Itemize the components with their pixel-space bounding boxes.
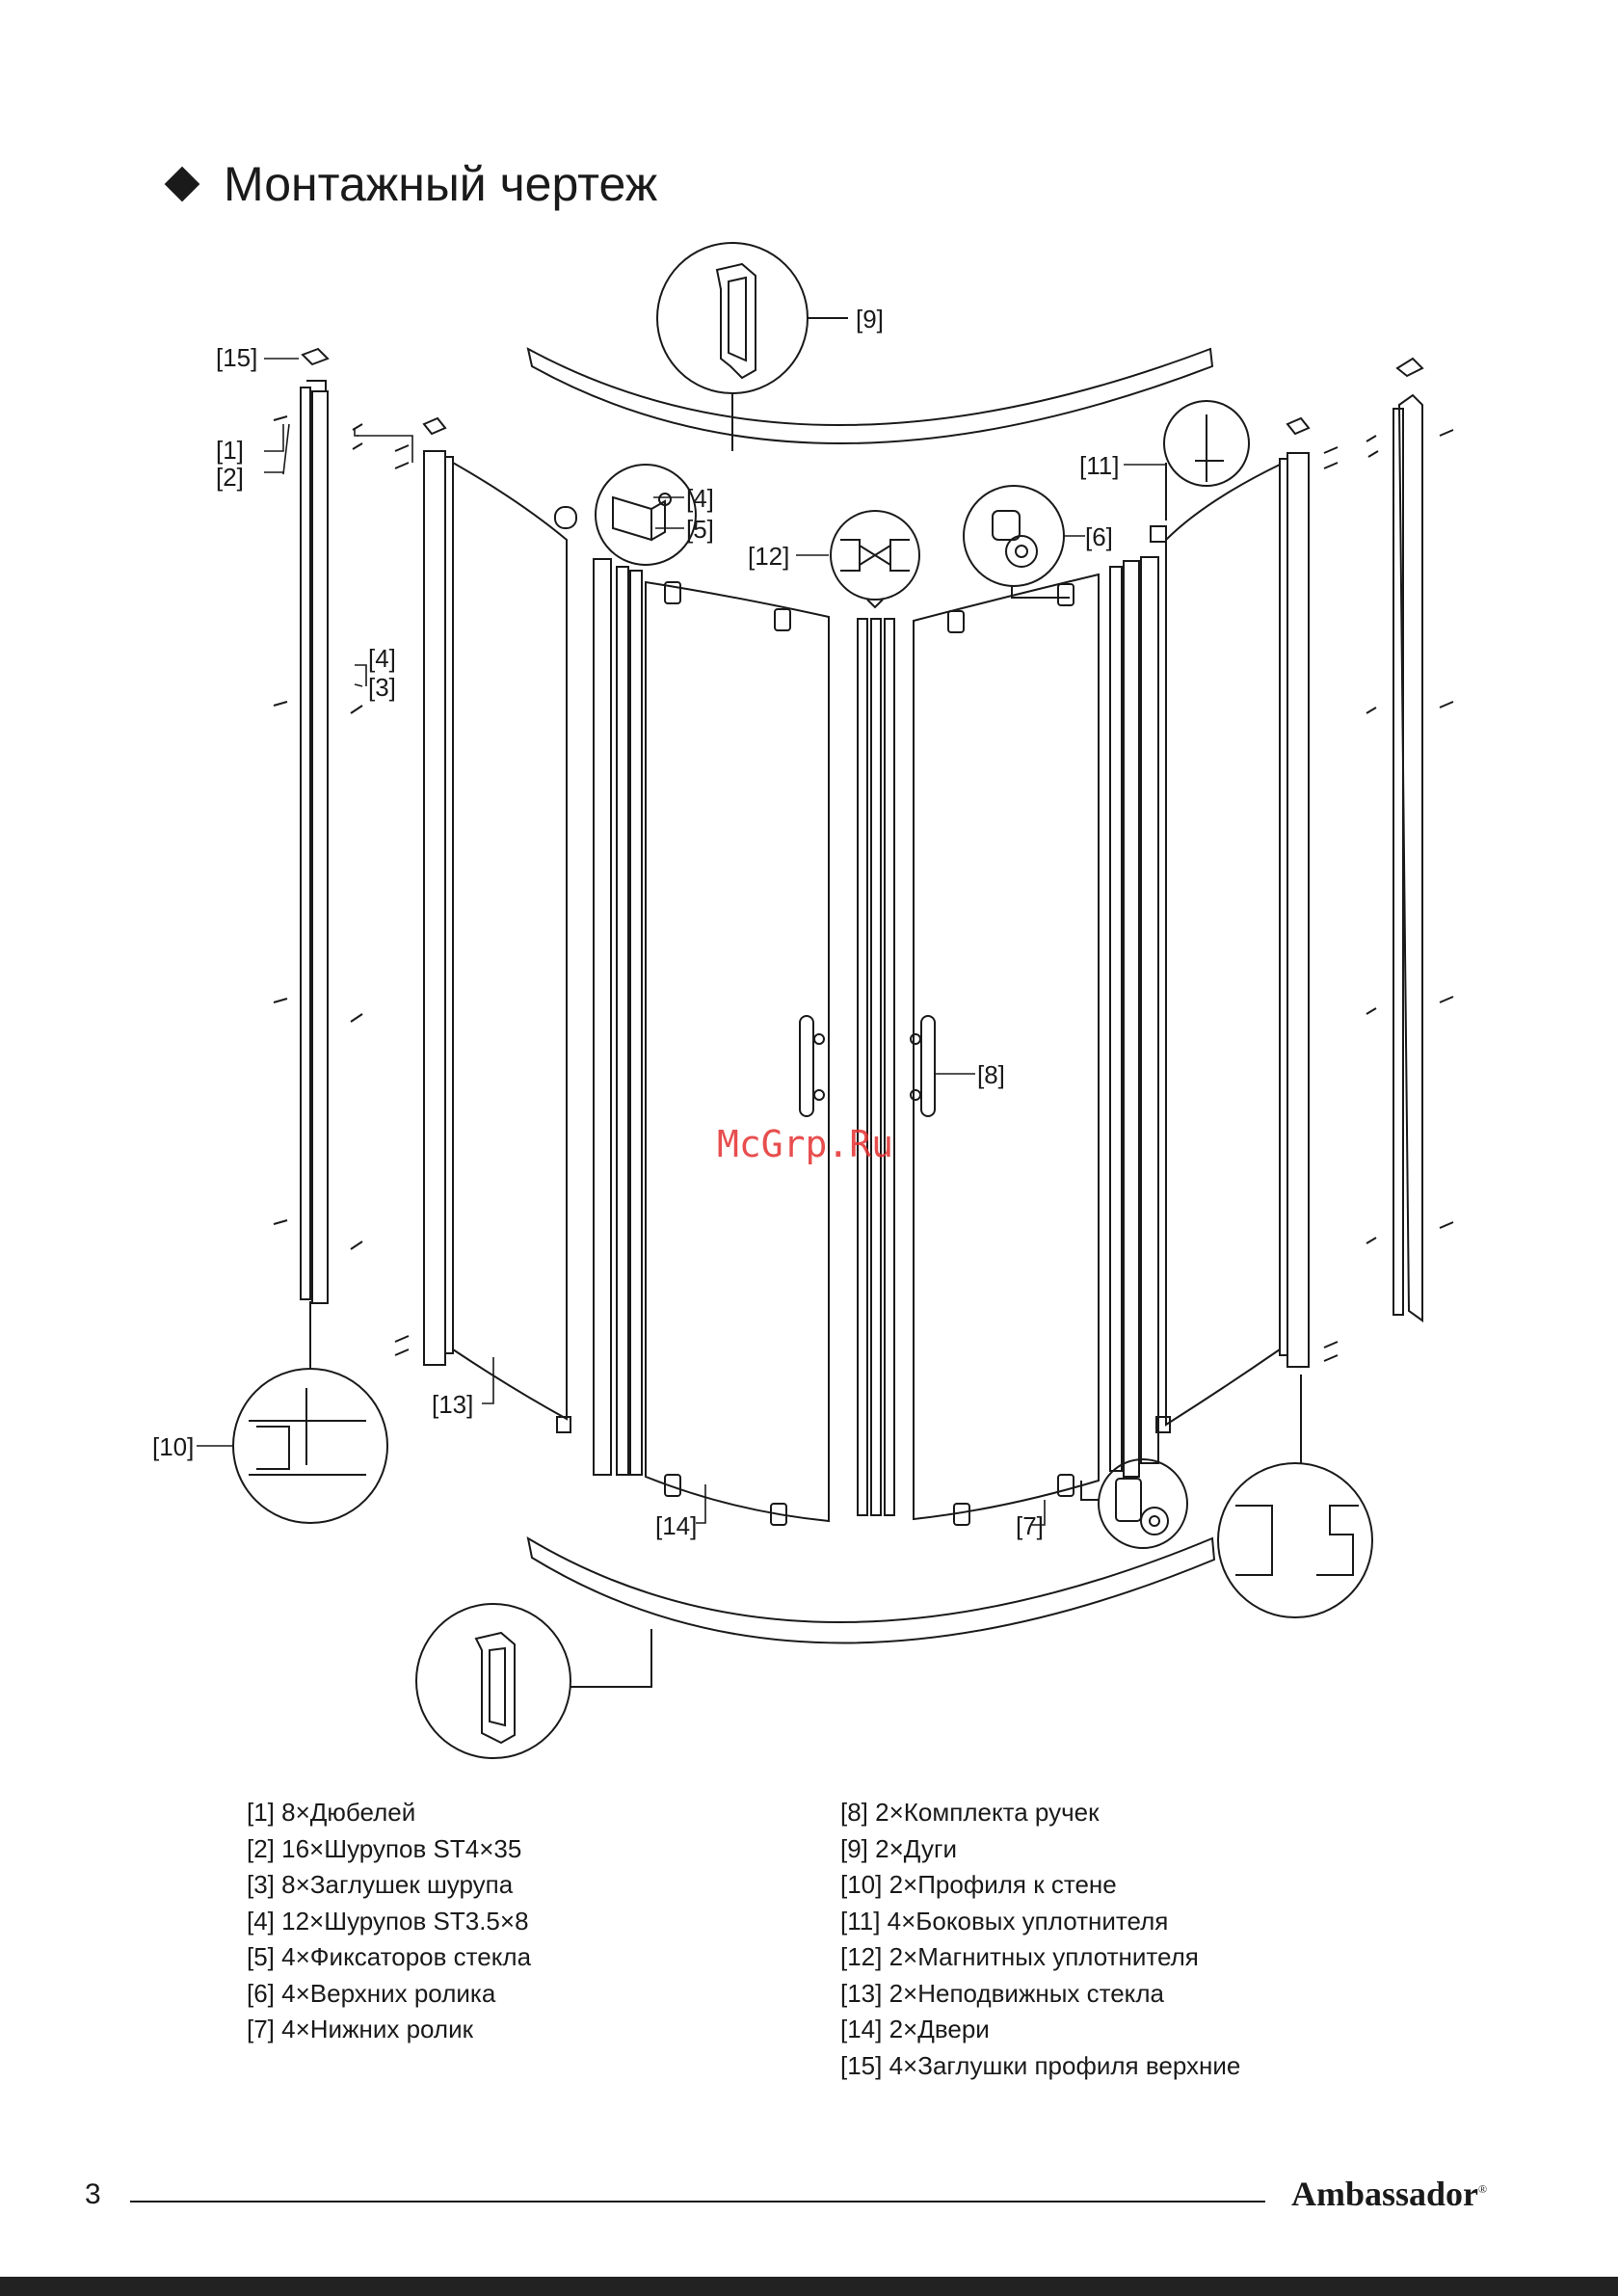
part-item: [14] 2×Двери xyxy=(840,2015,990,2043)
right-wall-profile xyxy=(1393,393,1423,1322)
right-door-glass xyxy=(913,573,1100,1521)
part-item: [11] 4×Боковых уплотнителя xyxy=(840,1906,1169,1936)
left-side-seals xyxy=(593,558,643,1476)
callout-14: [14] xyxy=(655,1511,697,1540)
callout-11: [11] xyxy=(1079,451,1119,480)
footer-rule xyxy=(130,2201,1265,2203)
bottom-right-glass-fixer xyxy=(1155,1416,1171,1433)
magnetic-seals xyxy=(857,618,895,1516)
callout-1: [1] xyxy=(216,436,244,465)
callout-4-left: [4] xyxy=(368,644,396,673)
page-number: 3 xyxy=(85,2178,101,2210)
part-item: [3] 8×Заглушек шурупа xyxy=(247,1870,514,1899)
callout-10: [10] xyxy=(152,1432,194,1461)
detail-bottom-roller xyxy=(1080,1458,1188,1549)
left-fixed-glass xyxy=(423,450,568,1421)
callout-7: [7] xyxy=(1016,1511,1044,1540)
part-item: [9] 2×Дуги xyxy=(840,1833,957,1863)
left-screws xyxy=(350,423,410,1356)
callout-6: [6] xyxy=(1085,522,1113,551)
left-wall-profile xyxy=(300,380,329,1304)
right-dowels xyxy=(1439,429,1454,1229)
detail-top-roller xyxy=(963,485,1070,599)
right-screws xyxy=(1323,435,1379,1362)
registered-mark: ® xyxy=(1478,2182,1488,2196)
part-item: [13] 2×Неподвижных стекла xyxy=(840,1978,1164,2008)
callout-8: [8] xyxy=(977,1060,1005,1089)
bottom-left-glass-fixer xyxy=(556,1416,571,1433)
bottom-arc-profile xyxy=(526,1535,1216,1644)
part-item: [12] 2×Магнитных уплотнителя xyxy=(840,1942,1199,1971)
brand-name: Ambassador xyxy=(1291,2175,1479,2213)
left-glass-fixer xyxy=(554,506,577,529)
leader-lines xyxy=(197,358,1166,1526)
callout-15: [15] xyxy=(216,343,257,372)
top-rollers xyxy=(664,581,1074,633)
detail-wall-profile xyxy=(232,1301,388,1524)
right-fixed-glass xyxy=(1165,452,1310,1427)
page-heading: Монтажный чертеж xyxy=(164,156,657,212)
callout-4-detail: [4] xyxy=(686,484,714,513)
part-item: [15] 4×Заглушки профиля верхние xyxy=(840,2050,1241,2080)
left-glass-cap xyxy=(422,416,447,436)
callout-3: [3] xyxy=(368,673,396,702)
detail-glass-fixer xyxy=(595,464,697,566)
detail-right-profile xyxy=(1217,1375,1373,1618)
callout-2: [2] xyxy=(216,463,244,492)
part-item: [7] 4×Нижних ролик xyxy=(247,2015,473,2043)
part-item: [8] 2×Комплекта ручек xyxy=(840,1798,1100,1827)
page-title: Монтажный чертеж xyxy=(224,157,658,211)
part-item: [5] 4×Фиксаторов стекла xyxy=(247,1942,532,1971)
left-dowels xyxy=(273,415,288,1225)
left-door-glass xyxy=(645,580,830,1523)
bottom-rollers xyxy=(664,1474,1074,1526)
top-arc-profile xyxy=(526,347,1214,444)
callout-12: [12] xyxy=(748,542,789,571)
detail-arc-profile-top xyxy=(656,242,848,451)
part-item: [4] 12×Шурупов ST3.5×8 xyxy=(247,1906,529,1936)
right-glass-fixer xyxy=(1150,525,1167,543)
detail-magnetic-seal xyxy=(830,510,920,609)
parts-list-left: [1] 8×Дюбелей [2] 16×Шурупов ST4×35 [3] … xyxy=(247,1795,531,2048)
part-item: [6] 4×Верхних ролика xyxy=(247,1978,496,2008)
callout-5: [5] xyxy=(686,515,714,544)
callout-9: [9] xyxy=(856,305,884,334)
door-handles xyxy=(799,1015,936,1117)
right-profile-cap xyxy=(1395,357,1424,378)
callout-13: [13] xyxy=(432,1390,473,1419)
detail-arc-profile-bottom xyxy=(415,1603,652,1759)
parts-list-right: [8] 2×Комплекта ручек [9] 2×Дуги [10] 2×… xyxy=(840,1795,1240,2084)
part-item: [2] 16×Шурупов ST4×35 xyxy=(247,1833,522,1863)
right-side-seals xyxy=(1109,556,1159,1478)
brand-logo: Ambassador® xyxy=(1291,2174,1487,2214)
detail-side-seal xyxy=(1163,400,1250,521)
left-profile-cap xyxy=(301,347,330,366)
right-glass-cap xyxy=(1286,416,1311,436)
bottom-edge-bar xyxy=(0,2277,1618,2296)
assembly-diagram: [15] [1] [2] [4] [3] [4] [5] [9] [12] [6… xyxy=(152,242,1454,1759)
watermark-text: McGrp.Ru xyxy=(717,1123,893,1165)
part-item: [10] 2×Профиля к стене xyxy=(840,1870,1117,1899)
part-item: [1] 8×Дюбелей xyxy=(247,1798,416,1827)
